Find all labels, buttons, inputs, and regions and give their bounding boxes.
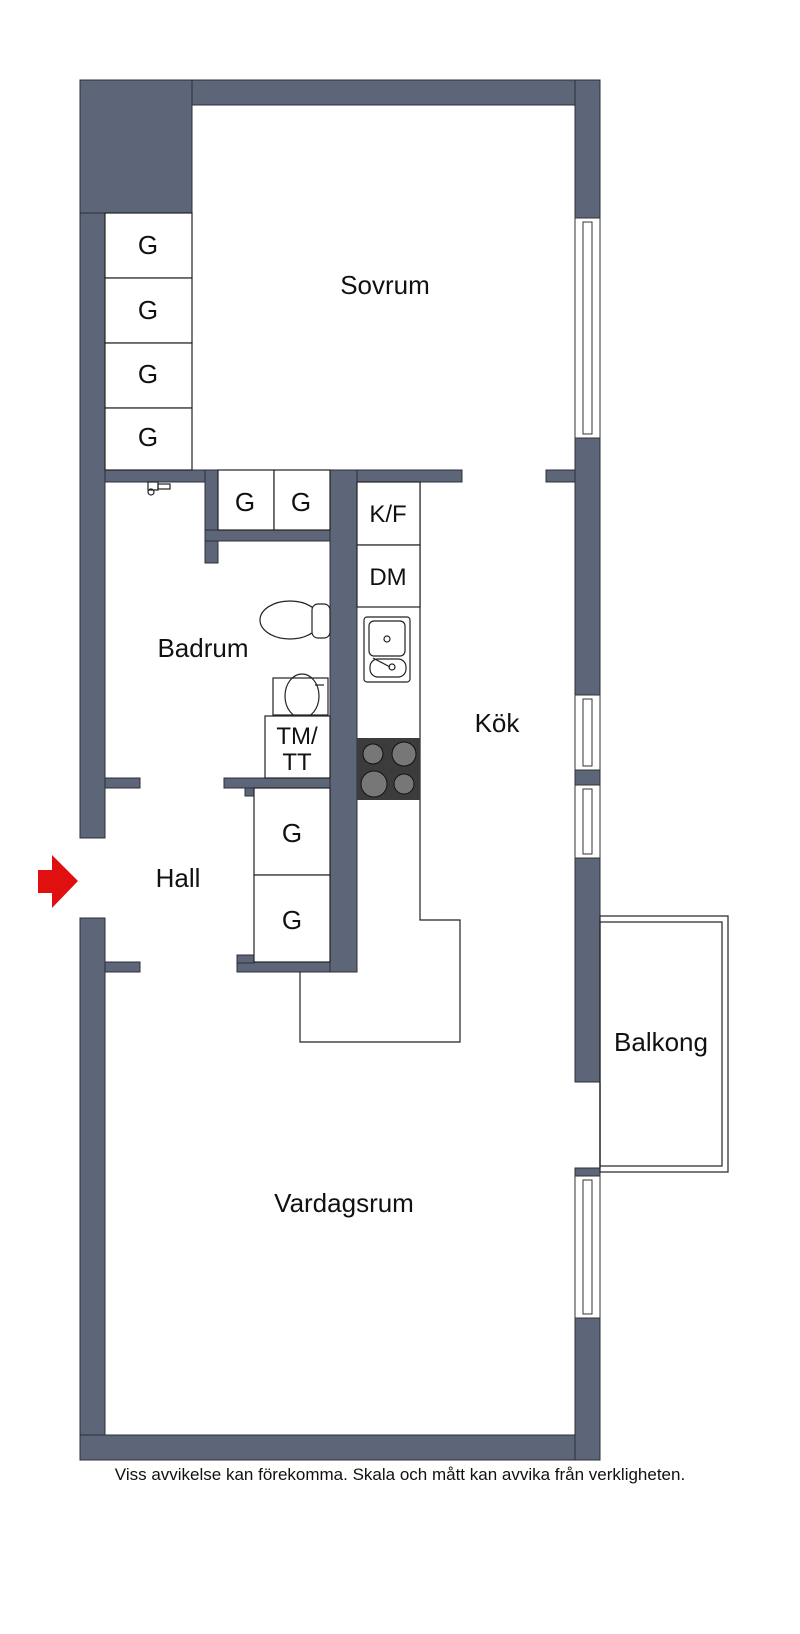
wardrobe-label: G <box>291 487 311 517</box>
entrance-arrow-icon <box>38 855 78 908</box>
window-bedroom <box>574 217 601 439</box>
windows <box>574 217 601 1319</box>
room-label-bathroom: Badrum <box>157 633 248 663</box>
room-label-bedroom: Sovrum <box>340 270 430 300</box>
fridge-freezer-label: K/F <box>369 501 406 528</box>
wardrobes: G G G G G G G G <box>104 212 331 963</box>
inner-walls <box>104 469 576 973</box>
wardrobe-label: G <box>138 359 158 389</box>
window-kitchen-1 <box>574 694 601 771</box>
wardrobe-label: G <box>282 905 302 935</box>
dryer-label: TT <box>282 749 312 776</box>
washbasin-icon <box>272 673 329 719</box>
toilet-icon <box>259 600 331 640</box>
room-label-living-room: Vardagsrum <box>274 1188 414 1218</box>
stove-icon <box>357 738 420 800</box>
wardrobe-label: G <box>138 422 158 452</box>
disclaimer-text: Viss avvikelse kan förekomma. Skala och … <box>114 1465 686 1484</box>
wardrobe-label: G <box>235 487 255 517</box>
dishwasher-label: DM <box>369 564 406 591</box>
faucet-icon <box>147 481 171 496</box>
room-label-hall: Hall <box>156 863 201 893</box>
sink-icon <box>363 616 411 683</box>
room-label-kitchen: Kök <box>475 708 521 738</box>
window-living-room <box>574 1175 601 1319</box>
balcony <box>599 915 729 1173</box>
wardrobe-label: G <box>138 295 158 325</box>
bathroom-fixtures: TM/ TT <box>147 481 331 779</box>
wardrobe-label: G <box>138 230 158 260</box>
wardrobe-label: G <box>282 818 302 848</box>
washer-label: TM/ <box>276 723 318 750</box>
kitchen-counter: K/F DM <box>299 481 461 1043</box>
room-label-balcony: Balkong <box>614 1027 708 1057</box>
window-kitchen-2 <box>574 784 601 859</box>
